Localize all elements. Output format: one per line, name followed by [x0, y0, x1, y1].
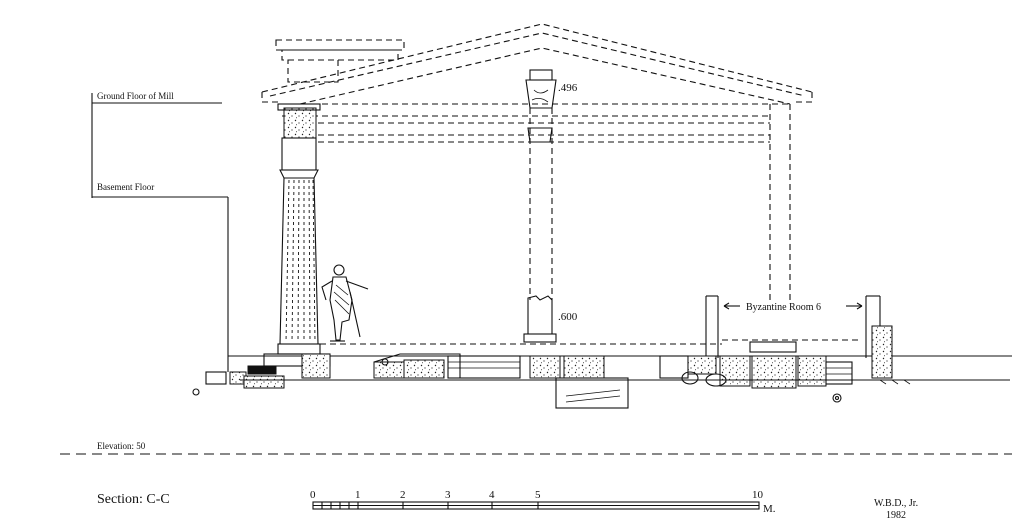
- roof-pediment: [261, 23, 813, 105]
- scale-tick-4: 4: [489, 489, 495, 501]
- foundations: [192, 325, 1012, 409]
- entablature-lines: [282, 103, 791, 300]
- byzantine-room: Byzantine Room 6: [705, 295, 881, 358]
- credit-year: 1982: [886, 510, 906, 521]
- scale-bar: 0 1 2 3 4 5 10 M.: [310, 489, 776, 515]
- credit: W.B.D., Jr. 1982: [874, 498, 918, 521]
- scale-tick-10: 10: [752, 489, 764, 501]
- elevation-line: Elevation: 50: [60, 441, 1012, 455]
- ground-floor-label: Ground Floor of Mill: [97, 91, 174, 101]
- level-496-label: .496: [558, 82, 578, 94]
- scale-tick-5: 5: [535, 489, 541, 501]
- basement-floor-label: Basement Floor: [97, 182, 154, 192]
- section-title: Section: C-C: [97, 492, 170, 507]
- scale-tick-0: 0: [310, 489, 316, 501]
- elevation-label: Elevation: 50: [97, 441, 146, 451]
- scale-tick-3: 3: [445, 489, 451, 501]
- scale-unit: M.: [763, 503, 776, 515]
- level-600-label: .600: [558, 311, 578, 323]
- byzantine-room-label: Byzantine Room 6: [746, 302, 821, 313]
- scale-tick-1: 1: [355, 489, 361, 501]
- credit-author: W.B.D., Jr.: [874, 498, 918, 509]
- scale-tick-2: 2: [400, 489, 406, 501]
- doric-column: [277, 103, 321, 345]
- human-figure: [321, 264, 369, 342]
- level-markers: Ground Floor of Mill Basement Floor: [91, 91, 229, 372]
- center-column: .496 .600: [523, 69, 578, 343]
